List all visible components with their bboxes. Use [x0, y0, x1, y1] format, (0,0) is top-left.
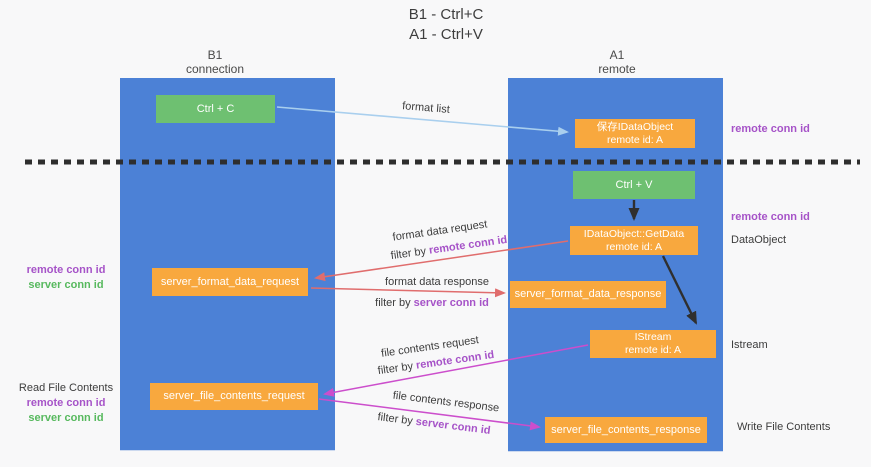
annotation-istream: Istream: [731, 339, 768, 351]
server-file-contents-response-box: server_file_contents_response: [545, 417, 707, 443]
lifeline-b1-name: B1: [207, 48, 223, 62]
arrow-format-data-response: [310, 287, 506, 298]
annotation-server-conn-id-top-left: server conn id: [28, 279, 104, 291]
annotation-write-file-contents: Write File Contents: [737, 421, 831, 433]
server-file-contents-response-label: server_file_contents_response: [551, 423, 701, 436]
title-line-2: A1 - Ctrl+V: [409, 26, 483, 43]
istream-line1: IStream: [634, 331, 672, 343]
ctrl-c-label: Ctrl + C: [196, 102, 235, 115]
save-idataobject-box: 保存IDataObject remote id: A: [575, 119, 695, 148]
lifeline-b1-role: connection: [185, 62, 245, 76]
server-file-contents-request-label: server_file_contents_request: [163, 390, 305, 402]
ctrl-v-box: Ctrl + V: [573, 171, 695, 199]
annotation-remote-conn-id-top-left: remote conn id: [26, 264, 106, 276]
diagram-title: B1 - Ctrl+C A1 - Ctrl+V: [346, 5, 546, 45]
lifeline-a1-role: remote: [598, 62, 636, 76]
save-idataobject-line1: 保存IDataObject: [596, 120, 674, 133]
label-filter-server-conn-id-1: filter by server conn id: [375, 297, 489, 309]
istream-box: IStream remote id: A: [590, 330, 716, 358]
annotation-remote-conn-id-bottom-left: remote conn id: [26, 397, 106, 409]
server-format-data-request-box: server_format_data_request: [152, 268, 308, 296]
getdata-line1: IDataObject::GetData: [583, 227, 685, 240]
lifeline-header-a1: A1 remote: [557, 48, 677, 76]
server-format-data-response-label: server_format_data_response: [514, 288, 662, 300]
getdata-line2: remote id: A: [605, 240, 663, 253]
label-file-contents-response: file contents response: [392, 389, 500, 415]
server-file-contents-request-box: server_file_contents_request: [150, 383, 318, 410]
annotation-remote-conn-id-top-right: remote conn id: [731, 123, 810, 135]
istream-line2: remote id: A: [624, 344, 682, 356]
lifeline-header-b1: B1 connection: [155, 48, 275, 76]
annotation-server-conn-id-bottom-left: server conn id: [28, 412, 104, 424]
label-filter-server-conn-id-2: filter by server conn id: [376, 411, 492, 437]
server-format-data-request-label: server_format_data_request: [160, 275, 300, 288]
getdata-box: IDataObject::GetData remote id: A: [570, 226, 698, 255]
annotation-group-conn-ids-top-left: remote conn id server conn id: [18, 263, 114, 293]
server-format-data-response-box: server_format_data_response: [510, 281, 666, 308]
title-line-1: B1 - Ctrl+C: [408, 6, 484, 23]
label-format-list: format list: [401, 100, 451, 116]
annotation-read-file-contents: Read File Contents: [18, 382, 114, 394]
save-idataobject-line2: remote id: A: [606, 133, 664, 146]
ctrl-v-label: Ctrl + V: [615, 178, 653, 191]
ctrl-c-box: Ctrl + C: [156, 95, 275, 123]
annotation-group-read-file-contents: Read File Contents remote conn id server…: [14, 381, 118, 426]
annotation-dataobject: DataObject: [731, 234, 787, 246]
lifeline-a1-name: A1: [609, 48, 625, 62]
label-format-data-response: format data response: [385, 276, 489, 288]
annotation-remote-conn-id-mid-right: remote conn id: [731, 211, 810, 223]
